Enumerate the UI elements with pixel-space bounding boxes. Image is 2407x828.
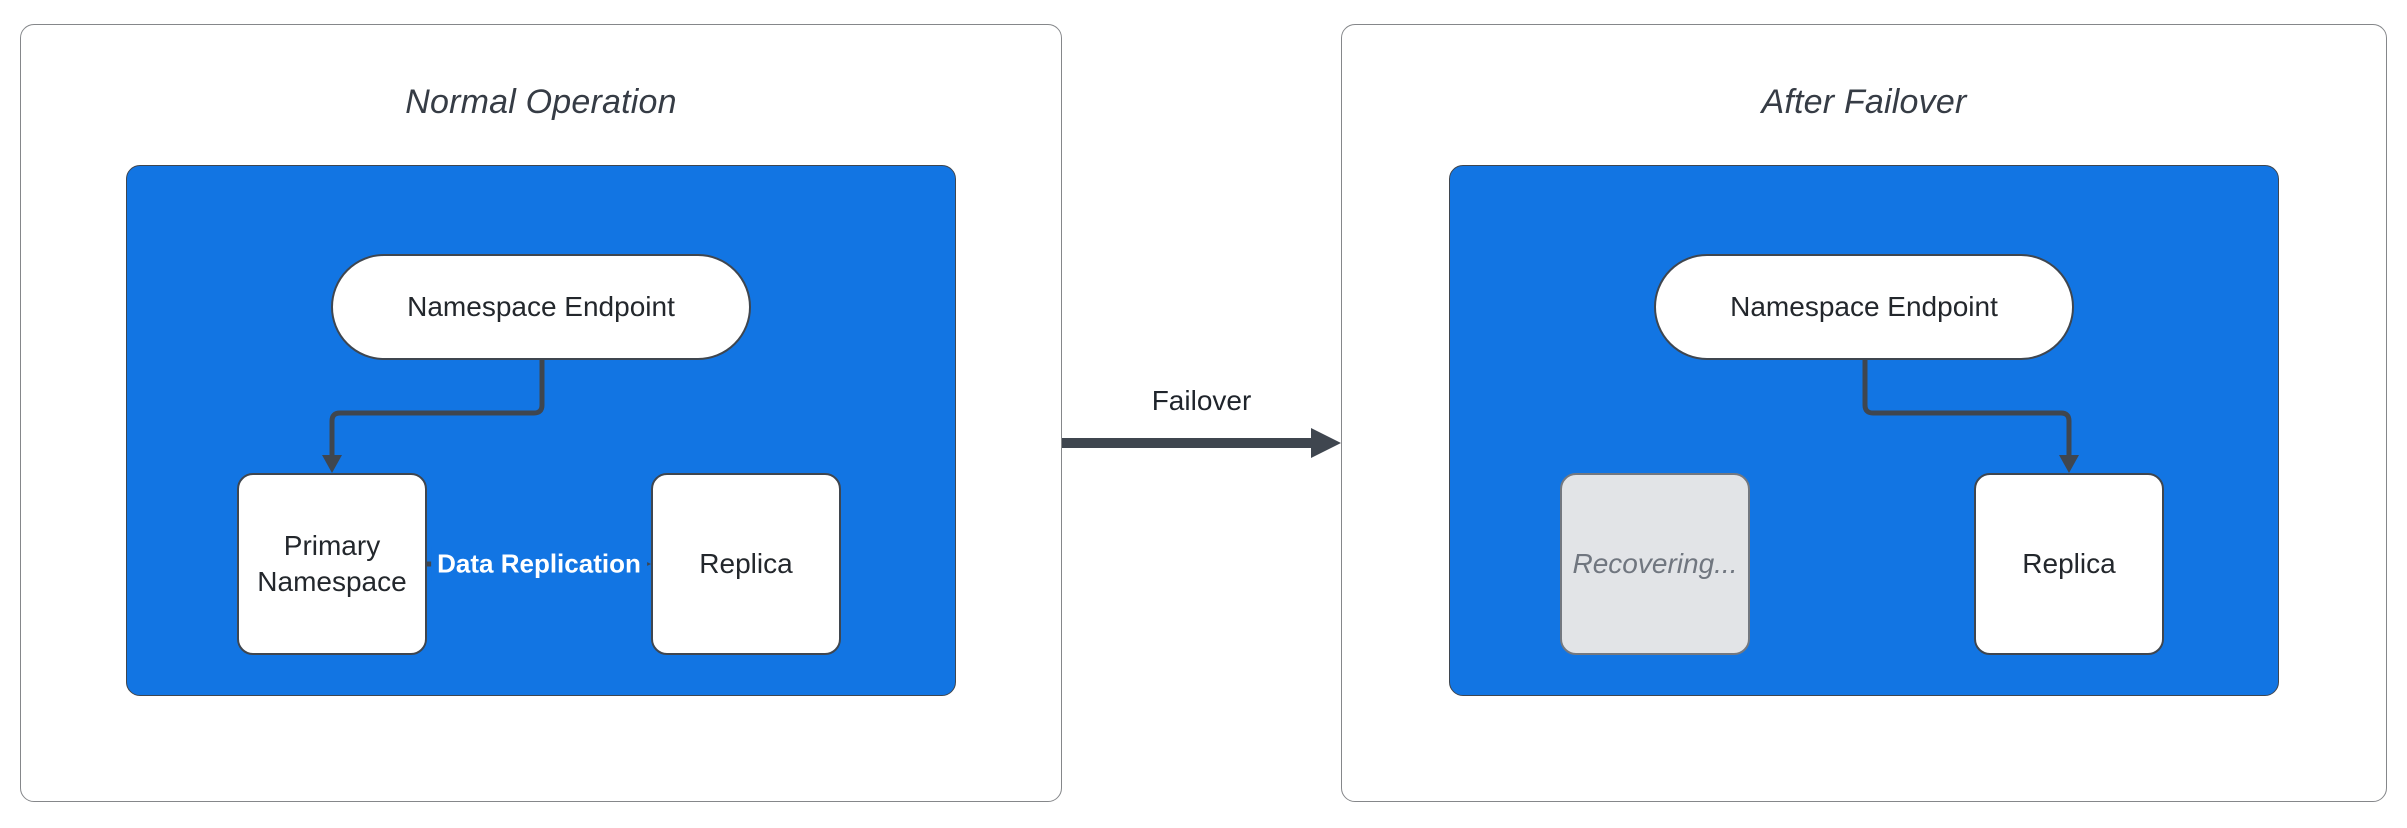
node-label: Namespace Endpoint — [407, 291, 675, 322]
node-label: Replica — [699, 547, 793, 579]
data-replication-label: Data Replication — [431, 546, 647, 582]
failover-arrow — [1062, 428, 1341, 458]
arrowhead-right-icon — [1311, 428, 1341, 458]
node-label: Recovering... — [1572, 547, 1738, 579]
node-namespace-endpoint-left: Namespace Endpoint — [331, 254, 751, 360]
namespace-cluster-box-left: Namespace Endpoint Primary Namespace Rep… — [126, 165, 956, 696]
node-replica-right: Replica — [1974, 473, 2164, 655]
arrowhead-down-icon — [2059, 455, 2079, 473]
node-label: Primary Namespace — [257, 529, 407, 597]
node-label: Namespace Endpoint — [1730, 291, 1998, 322]
panel-normal-operation: Normal Operation Namespace Endpoint Prim… — [20, 24, 1062, 802]
arrowhead-down-icon — [322, 455, 342, 473]
namespace-cluster-box-right: Namespace Endpoint Recovering... Replica — [1449, 165, 2279, 696]
endpoint-to-replica-line — [1862, 360, 2072, 457]
node-namespace-endpoint-right: Namespace Endpoint — [1654, 254, 2074, 360]
panel-title-normal-operation: Normal Operation — [405, 83, 677, 121]
endpoint-to-primary-line — [329, 360, 545, 457]
node-primary-namespace: Primary Namespace — [237, 473, 427, 655]
panel-after-failover: After Failover Namespace Endpoint Recove… — [1341, 24, 2387, 802]
node-label: Replica — [2022, 547, 2116, 579]
node-recovering: Recovering... — [1560, 473, 1750, 655]
failover-label: Failover — [1151, 385, 1252, 416]
node-replica-left: Replica — [651, 473, 841, 655]
panel-title-after-failover: After Failover — [1761, 83, 1967, 121]
